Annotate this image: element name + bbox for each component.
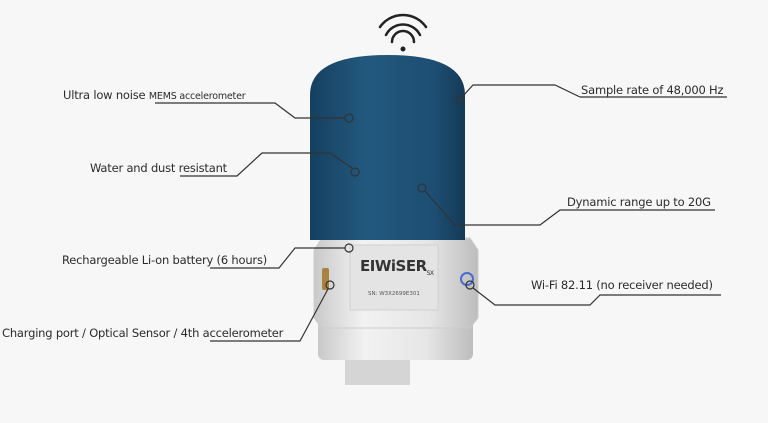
serial-number: SN: W3X2699E301 — [368, 291, 420, 297]
charging-port — [322, 268, 329, 290]
callout-wifi: Wi-Fi 82.11 (no receiver needed) — [531, 278, 713, 292]
logo-plate — [349, 244, 439, 311]
wifi-led — [460, 272, 474, 286]
callout-mems: MEMS accelerometer — [148, 91, 246, 102]
device-logo: EIWiSERSX — [360, 257, 434, 277]
callout-ultra-low-noise: Ultra low noise MEMS accelerometer — [63, 88, 246, 102]
callout-sample-rate: Sample rate of 48,000 Hz — [581, 83, 724, 97]
wifi-icon — [378, 13, 428, 52]
blue-cap — [310, 55, 465, 240]
callout-charging: Charging port / Optical Sensor / 4th acc… — [2, 326, 284, 340]
callout-water: Water and dust resistant — [90, 161, 227, 175]
callout-battery: Rechargeable Li-on battery (6 hours) — [62, 253, 268, 267]
callout-dynamic-range: Dynamic range up to 20G — [567, 195, 711, 209]
